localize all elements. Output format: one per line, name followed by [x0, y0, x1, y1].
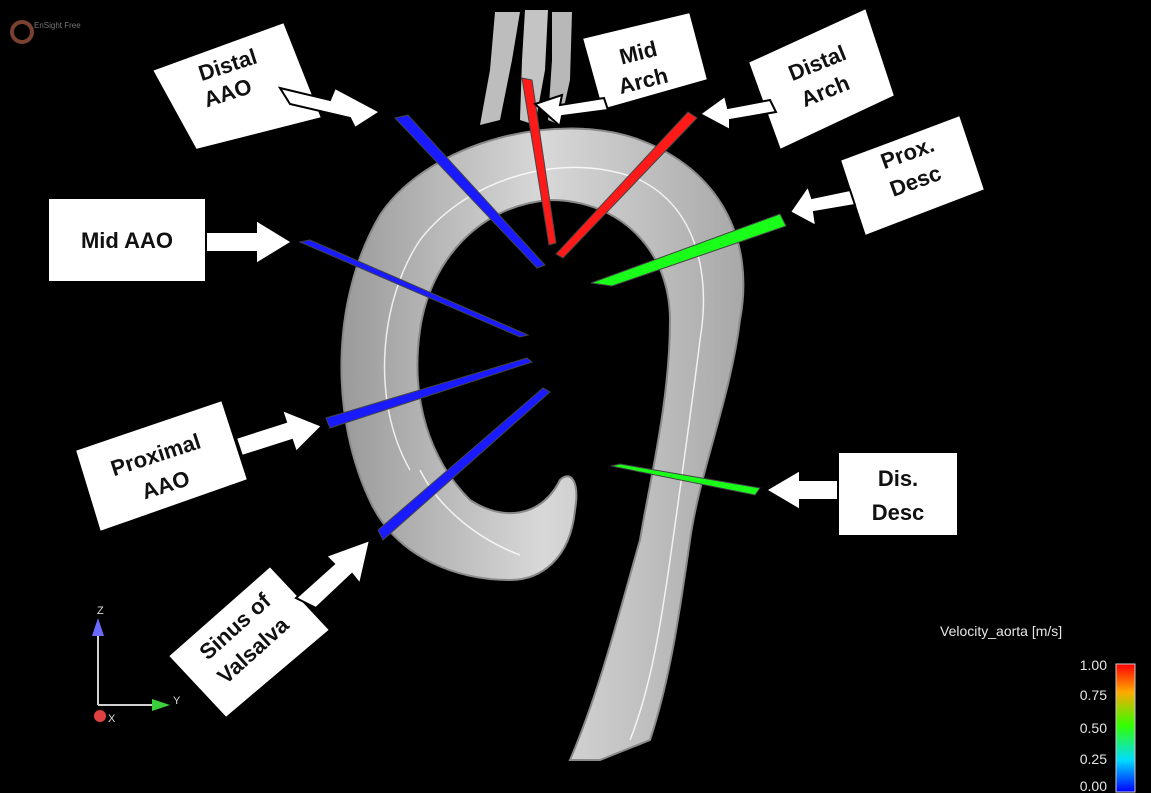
label-dis-desc-line1: Dis.	[878, 466, 918, 491]
legend-tick-1: 1.00	[1080, 657, 1107, 673]
label-dis-desc-line2: Desc	[872, 500, 925, 525]
legend-colorbar	[1116, 664, 1135, 792]
legend-title: Velocity_aorta [m/s]	[940, 623, 1062, 639]
logo-text: EnSight Free	[34, 21, 81, 30]
legend-tick-2: 0.75	[1080, 687, 1107, 703]
axis-y-label: Y	[173, 695, 181, 707]
legend-tick-4: 0.25	[1080, 751, 1107, 767]
axis-x-label: X	[108, 713, 116, 725]
legend-tick-5: 0.00	[1080, 778, 1107, 793]
label-mid-aao: Mid AAO	[81, 228, 173, 253]
axis-z-label: Z	[97, 605, 104, 617]
legend-tick-3: 0.50	[1080, 720, 1107, 736]
